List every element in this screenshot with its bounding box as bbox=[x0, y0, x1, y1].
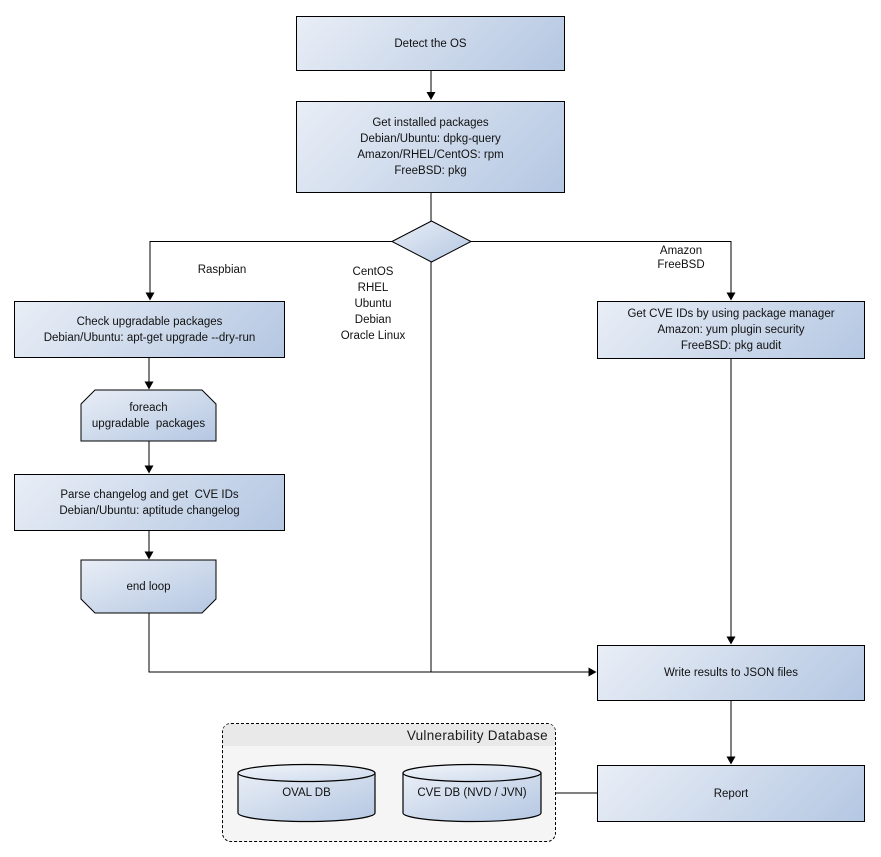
node-parse-changelog: Parse changelog and get CVE IDs Debian/U… bbox=[14, 474, 285, 531]
os-decision-diamond bbox=[390, 220, 473, 263]
node-foreach-label: foreach upgradable packages bbox=[91, 401, 206, 430]
node-write-results: Write results to JSON files bbox=[597, 645, 865, 701]
branch-label-amazon-freebsd: Amazon FreeBSD bbox=[657, 245, 705, 271]
vulnerability-database-container: Vulnerability Database bbox=[222, 723, 556, 842]
node-check-upgradable-packages: Check upgradable packages Debian/Ubuntu:… bbox=[14, 301, 285, 358]
oval-db-label: OVAL DB bbox=[282, 787, 331, 799]
node-report: Report bbox=[597, 765, 865, 822]
branch-label-raspbian: Raspbian bbox=[197, 264, 247, 276]
node-get-cve-ids: Get CVE IDs by using package manager Ama… bbox=[597, 301, 865, 359]
node-end-loop-label: end loop bbox=[126, 580, 171, 593]
vulnerability-database-title: Vulnerability Database bbox=[223, 724, 555, 746]
node-get-installed-packages: Get installed packages Debian/Ubuntu: dp… bbox=[296, 101, 565, 193]
branch-label-os-list: CentOS RHEL Ubuntu Debian Oracle Linux bbox=[340, 266, 406, 342]
node-detect-os: Detect the OS bbox=[296, 16, 565, 71]
cve-db-label: CVE DB (NVD / JVN) bbox=[417, 787, 527, 799]
